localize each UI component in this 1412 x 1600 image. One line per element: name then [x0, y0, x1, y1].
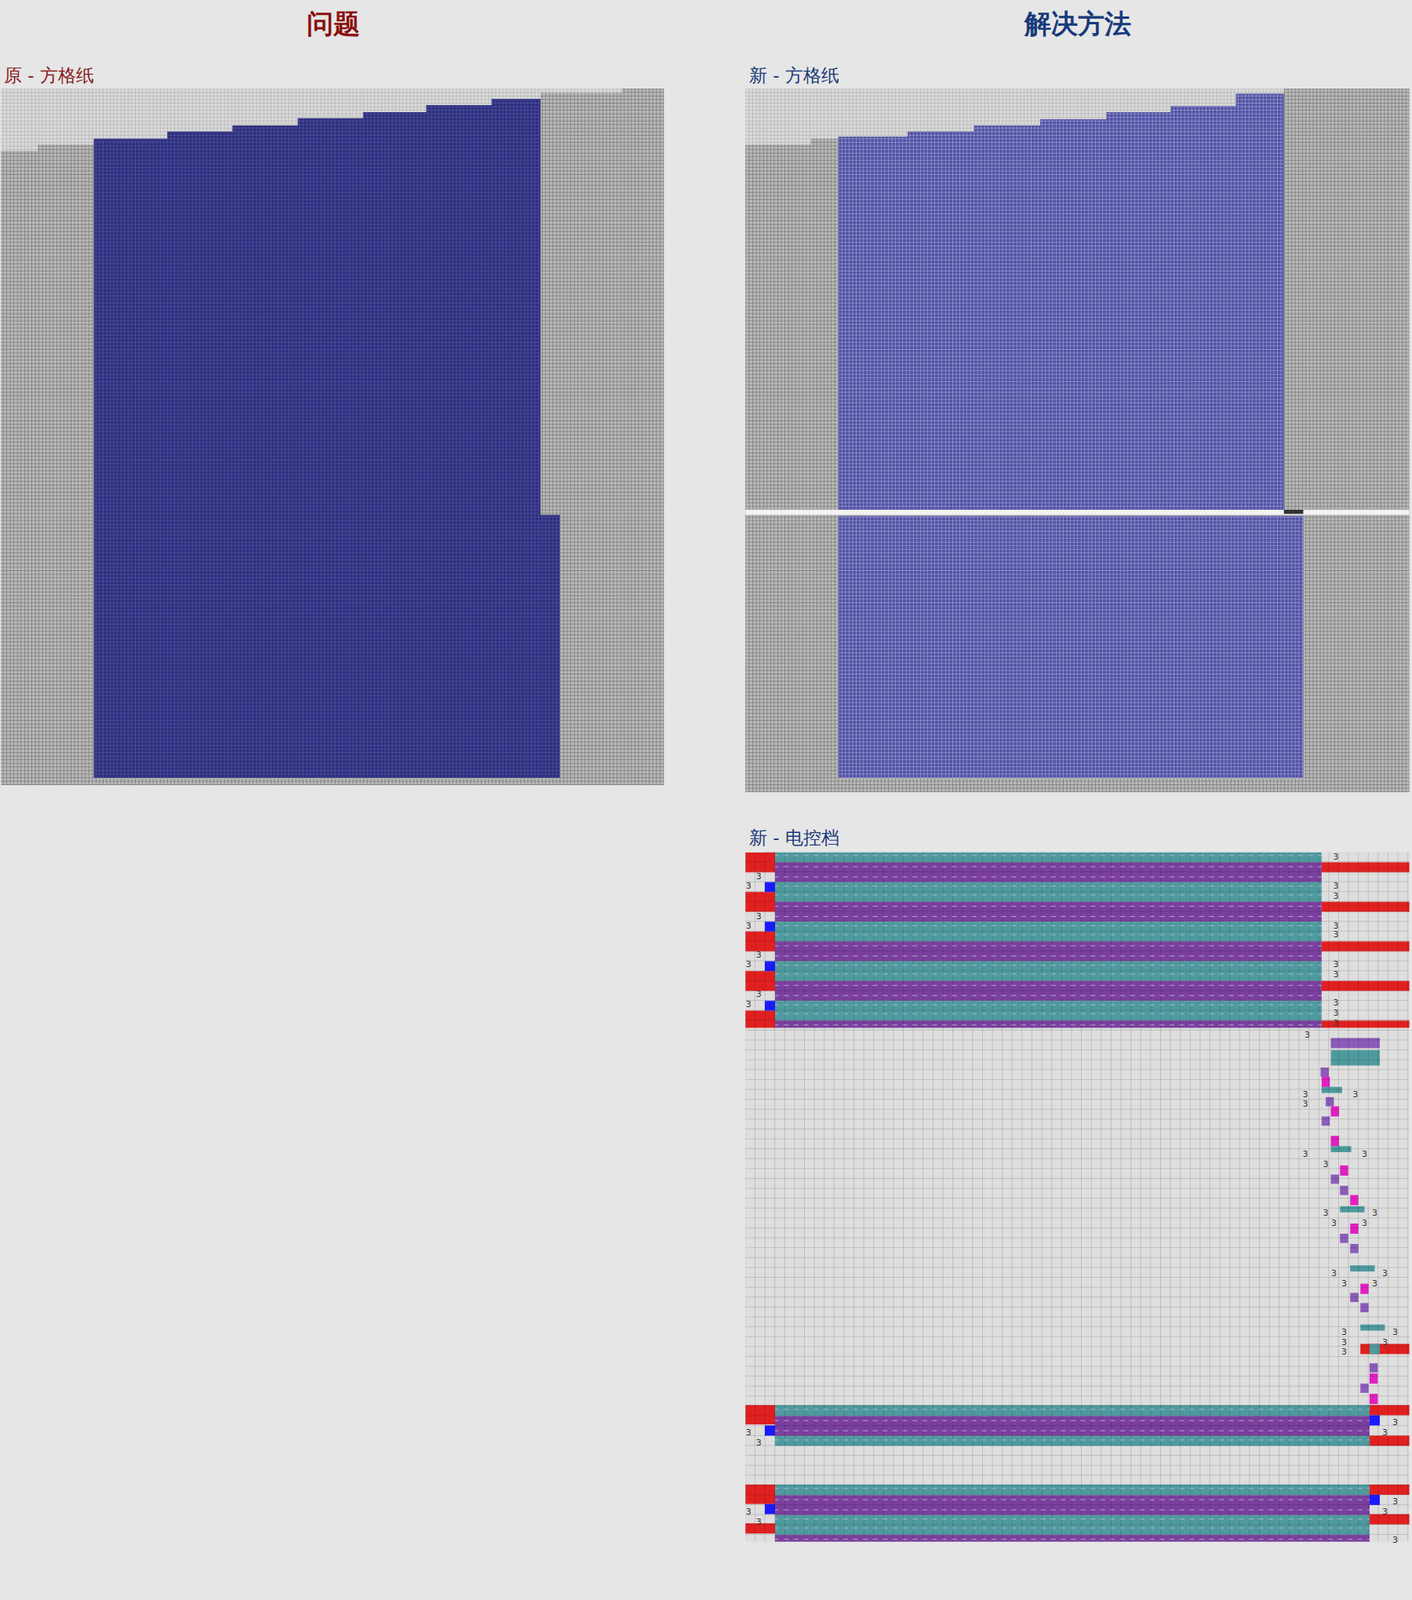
- repeat-count: 3: [1361, 1149, 1368, 1160]
- repeat-count: 3: [746, 960, 752, 970]
- repeat-count: 3: [1333, 998, 1340, 1009]
- repeat-count: 3: [1392, 1535, 1398, 1546]
- repeat-count: 3: [756, 1517, 762, 1528]
- repeat-count: 3: [746, 881, 752, 892]
- repeat-count: 3: [1361, 1219, 1368, 1229]
- repeat-count: 3: [1323, 1208, 1329, 1219]
- repeat-count: 3: [756, 1438, 762, 1449]
- repeat-count: 3: [1304, 1030, 1311, 1041]
- chart-panel: 新 - 电控档: [745, 826, 1411, 1545]
- repeat-count: 3: [1333, 881, 1340, 892]
- repeat-count: 3: [756, 989, 762, 1000]
- repeat-count: 3: [756, 912, 762, 922]
- column-heading: 问题: [306, 7, 361, 40]
- repeat-count: 3: [746, 1428, 752, 1438]
- repeat-count: 3: [1341, 1328, 1347, 1338]
- chart-panel: 新 - 方格纸: [745, 64, 1411, 794]
- repeat-count: 3: [1333, 960, 1340, 970]
- repeat-count: 3: [746, 1507, 752, 1518]
- column-heading: 解决方法: [1024, 7, 1132, 40]
- repeat-count: 3: [1352, 1090, 1358, 1100]
- repeat-count: 3: [1331, 1219, 1337, 1229]
- repeat-count: 3: [1333, 1018, 1340, 1029]
- repeat-count: 3: [1333, 1008, 1340, 1019]
- repeat-count: 3: [1382, 1269, 1388, 1279]
- repeat-count: 3: [1382, 1428, 1388, 1438]
- repeat-count: 3: [746, 1000, 752, 1010]
- repeat-count: 3: [1302, 1090, 1309, 1100]
- repeat-count: 3: [1392, 1497, 1398, 1507]
- repeat-count: 3: [746, 921, 752, 932]
- panel-heading: 新 - 方格纸: [749, 64, 840, 87]
- repeat-count: 3: [1392, 1328, 1398, 1338]
- repeat-count: 3: [1333, 891, 1340, 902]
- repeat-count: 3: [1341, 1347, 1347, 1358]
- panel-heading: 原 - 方格纸: [3, 64, 95, 87]
- repeat-count: 3: [1333, 852, 1340, 863]
- panel-heading: 新 - 电控档: [749, 826, 840, 849]
- repeat-count: 3: [1302, 1149, 1309, 1160]
- repeat-count: 3: [1323, 1160, 1329, 1170]
- repeat-count: 3: [756, 872, 762, 882]
- repeat-count: 3: [1382, 1338, 1388, 1348]
- repeat-count: 3: [1331, 1269, 1337, 1279]
- repeat-count: 3: [1371, 1208, 1378, 1219]
- repeat-count: 3: [1333, 921, 1340, 932]
- repeat-count: 3: [1302, 1099, 1309, 1110]
- repeat-count: 3: [1333, 970, 1340, 980]
- repeat-count: 3: [1341, 1279, 1347, 1289]
- repeat-count: 3: [1333, 930, 1340, 940]
- repeat-count: 3: [1392, 1418, 1398, 1428]
- repeat-count: 3: [1382, 1507, 1388, 1518]
- repeat-count: 3: [1371, 1279, 1378, 1289]
- chart-panel: 原 - 方格纸: [0, 64, 667, 787]
- repeat-count: 3: [1341, 1338, 1347, 1348]
- repeat-count: 3: [756, 950, 762, 961]
